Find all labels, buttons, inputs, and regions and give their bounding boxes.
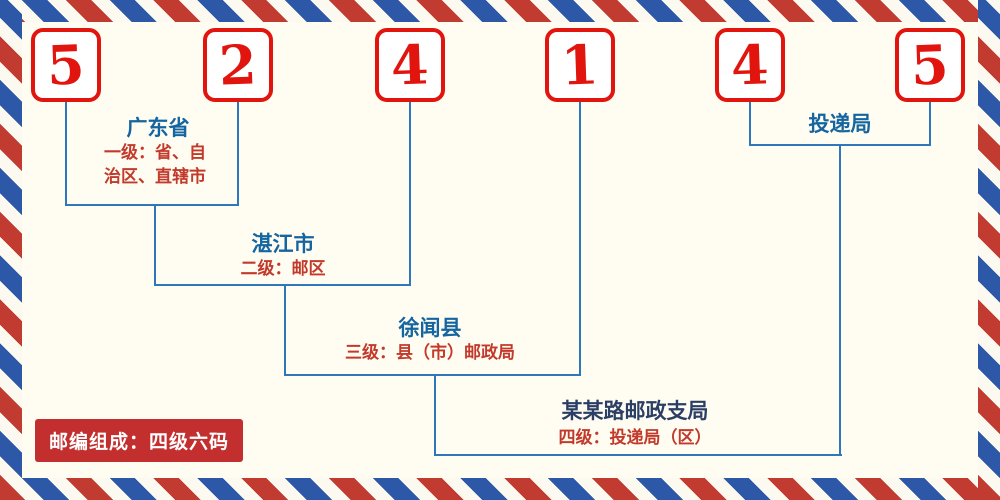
postcode-composition-badge: 邮编组成：四级六码 bbox=[35, 419, 244, 462]
connector-line bbox=[154, 284, 411, 286]
connector-line bbox=[929, 100, 931, 146]
level1-region-label: 广东省 bbox=[126, 117, 190, 140]
connector-line bbox=[65, 100, 67, 206]
digit-box-2: 2 bbox=[203, 28, 273, 102]
connector-line bbox=[154, 204, 156, 286]
airmail-border-top bbox=[0, 0, 1000, 22]
airmail-border-left bbox=[0, 0, 22, 500]
level2-desc-label: 二级：邮区 bbox=[240, 259, 326, 278]
digit-value-2: 2 bbox=[218, 32, 258, 98]
digit-value-3: 4 bbox=[390, 32, 430, 98]
connector-line bbox=[839, 144, 841, 456]
connector-line bbox=[237, 100, 239, 206]
connector-line bbox=[434, 454, 842, 456]
connector-line bbox=[409, 100, 411, 286]
level1-desc-label: 一级：省、自治区、直辖市 bbox=[104, 143, 206, 186]
digit-box-1: 5 bbox=[31, 28, 101, 102]
connector-line bbox=[284, 374, 581, 376]
connector-line bbox=[749, 100, 751, 146]
level3-region-label: 徐闻县 bbox=[398, 317, 462, 340]
connector-line bbox=[65, 204, 239, 206]
connector-line bbox=[434, 374, 436, 456]
digit-box-3: 4 bbox=[375, 28, 445, 102]
connector-line bbox=[284, 284, 286, 376]
digit-box-6: 5 bbox=[895, 28, 965, 102]
digit-value-5: 4 bbox=[730, 32, 770, 98]
airmail-border-bottom bbox=[0, 478, 1000, 500]
digit-value-4: 1 bbox=[560, 32, 600, 98]
level4-office-label: 某某路邮政支局 bbox=[561, 400, 709, 423]
delivery-office-label: 投递局 bbox=[808, 113, 872, 136]
connector-line bbox=[579, 100, 581, 376]
digit-box-5: 4 bbox=[715, 28, 785, 102]
level4-desc-label: 四级：投递局（区） bbox=[558, 428, 712, 447]
digit-value-1: 5 bbox=[46, 32, 86, 98]
airmail-border-right bbox=[978, 0, 1000, 500]
digit-value-6: 5 bbox=[910, 32, 950, 98]
level3-desc-label: 三级：县（市）邮政局 bbox=[345, 343, 515, 362]
digit-box-4: 1 bbox=[545, 28, 615, 102]
level2-region-label: 湛江市 bbox=[251, 233, 315, 256]
connector-line bbox=[749, 144, 931, 146]
